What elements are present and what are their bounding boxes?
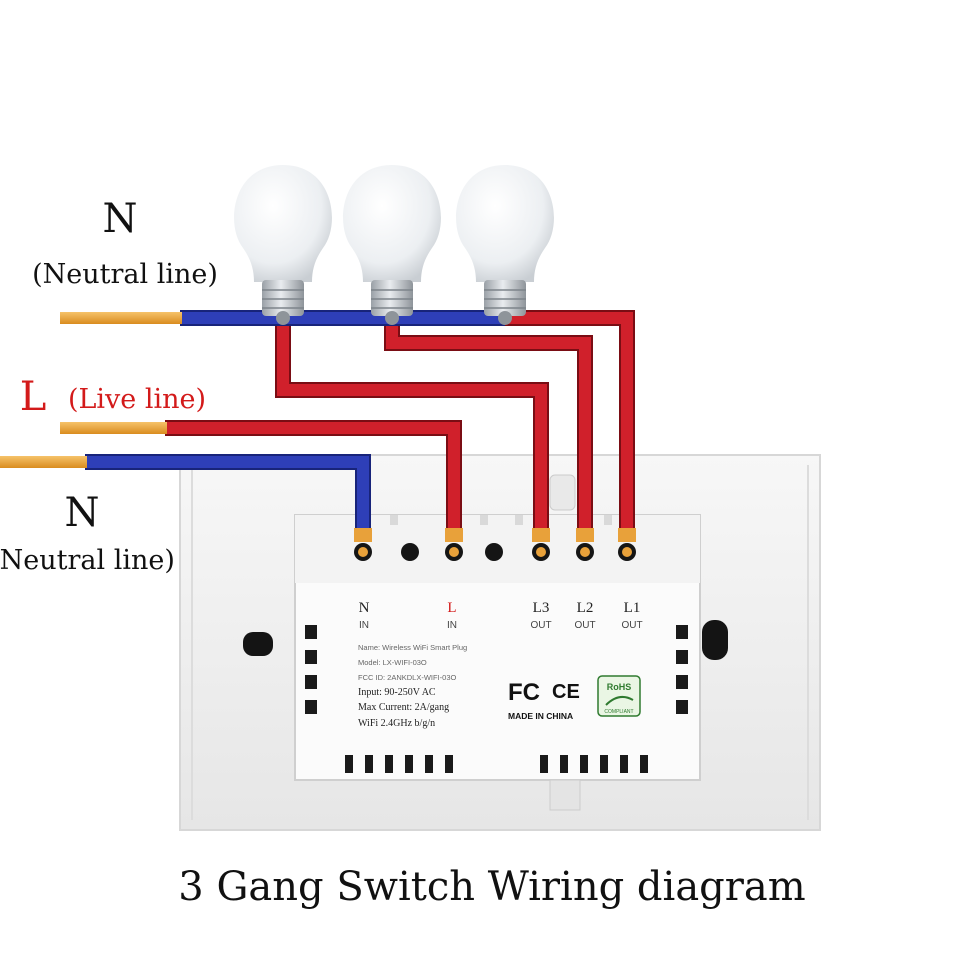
mount-hole-right xyxy=(702,620,728,660)
terminal-l3-sub: OUT xyxy=(530,620,551,631)
copper-ends xyxy=(0,312,182,468)
vents-left xyxy=(305,625,317,714)
spec-model: Model: LX-WIFI-03O xyxy=(358,658,427,667)
bulb-3 xyxy=(456,165,554,325)
bulb-cap xyxy=(262,280,304,316)
neutral-wires xyxy=(85,310,505,530)
live-input-wire xyxy=(165,422,460,530)
made-in-label: MADE IN CHINA xyxy=(508,711,573,721)
diagram-caption: 3 Gang Switch Wiring diagram xyxy=(178,864,805,910)
live-wires xyxy=(165,310,635,530)
spec-wifi: WiFi 2.4GHz b/g/n xyxy=(358,718,435,729)
copper-live xyxy=(60,422,167,434)
terminal-l1-label: L1 xyxy=(624,600,641,616)
terminal-l-label: L xyxy=(447,600,456,616)
l1-output-wire xyxy=(505,312,633,530)
spec-name: Name: Wireless WiFi Smart Plug xyxy=(358,643,467,652)
ce-mark: CE xyxy=(552,681,580,703)
vents-right xyxy=(676,625,688,714)
l3-output-wire xyxy=(277,322,547,530)
bulb-cap xyxy=(371,280,413,316)
terminal-labels: N IN L IN L3 OUT L2 OUT L1 OUT xyxy=(359,600,643,631)
rohs-sub-label: COMPLIANT xyxy=(604,709,633,715)
fcc-mark: FC xyxy=(508,679,540,706)
neutral-bottom-letter: N xyxy=(65,490,100,536)
terminal-l1-sub: OUT xyxy=(621,620,642,631)
rohs-badge: RoHS COMPLIANT xyxy=(597,675,641,717)
rohs-label: RoHS xyxy=(607,682,632,692)
neutral-bottom-wire xyxy=(85,456,369,530)
spec-max-current: Max Current: 2A/gang xyxy=(358,702,449,713)
bulb-globe xyxy=(456,165,554,282)
terminal-l3-label: L3 xyxy=(533,600,550,616)
live-letter: L xyxy=(20,374,47,420)
terminal-screws xyxy=(354,528,636,561)
l2-output-wire xyxy=(386,322,591,530)
bulb-2 xyxy=(343,165,441,325)
bulb-globe xyxy=(343,165,441,282)
terminal-n-label: N xyxy=(359,600,370,616)
neutral-bottom-text: (Neutral line) xyxy=(0,545,175,576)
copper-neutral-top xyxy=(60,312,182,324)
bulb-cap xyxy=(484,280,526,316)
bulb-1 xyxy=(234,165,332,325)
copper-neutral-bottom xyxy=(0,456,87,468)
mount-hole-left xyxy=(243,632,273,656)
spec-input: Input: 90-250V AC xyxy=(358,687,436,698)
terminal-l2-sub: OUT xyxy=(574,620,595,631)
terminal-l2-label: L2 xyxy=(577,600,594,616)
neutral-top-letter: N xyxy=(103,196,138,242)
spec-fcc: FCC ID: 2ANKDLX-WIFI-03O xyxy=(358,673,457,682)
neutral-top-text: (Neutral line) xyxy=(32,259,218,290)
bulb-globe xyxy=(234,165,332,282)
spec-label: Name: Wireless WiFi Smart Plug Model: LX… xyxy=(358,643,641,729)
live-text: (Live line) xyxy=(68,384,206,415)
terminal-l-sub: IN xyxy=(447,620,457,631)
vents-bottom xyxy=(345,755,648,773)
line-labels: N (Neutral line) L (Live line) N (Neutra… xyxy=(0,196,218,576)
terminal-n-sub: IN xyxy=(359,620,369,631)
